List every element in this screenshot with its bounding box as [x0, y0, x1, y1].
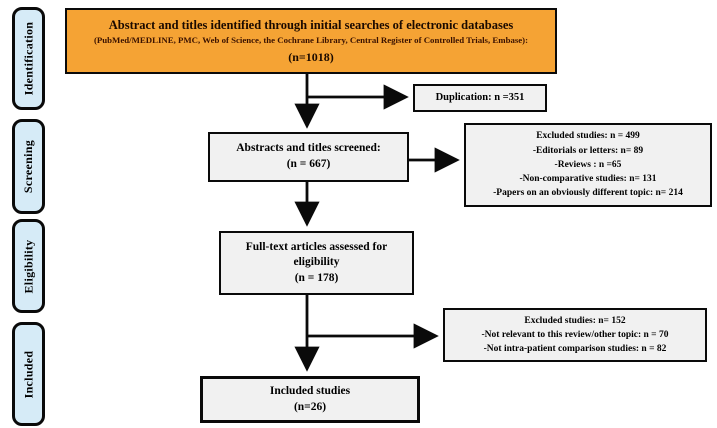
- stage-tab-included: Included: [12, 322, 45, 426]
- fulltext-title-line2: eligibility: [293, 256, 340, 269]
- stage-label: Identification: [21, 21, 36, 96]
- identified-records-box: Abstract and titles identified through i…: [65, 8, 557, 74]
- included-title: Included studies: [269, 384, 351, 397]
- identified-databases: (PubMed/MEDLINE, PMC, Web of Science, th…: [93, 34, 529, 45]
- fulltext-count: (n = 178): [294, 271, 339, 284]
- identified-title: Abstract and titles identified through i…: [108, 18, 514, 33]
- excluded1-reason-reviews: -Reviews : n =65: [554, 159, 622, 170]
- excluded1-total: Excluded studies: n = 499: [536, 131, 640, 142]
- excluded1-reason-noncomparative: -Non-comparative studies: n= 131: [519, 174, 657, 185]
- stage-label: Eligibility: [21, 239, 36, 293]
- stage-tab-eligibility: Eligibility: [12, 219, 45, 313]
- screened-count: (n = 667): [286, 158, 331, 170]
- stage-tab-screening: Screening: [12, 119, 45, 214]
- fulltext-title-line1: Full-text articles assessed for: [245, 240, 388, 253]
- excluded2-reason-not-intrapatient: -Not intra-patient comparison studies: n…: [483, 344, 667, 355]
- screened-title: Abstracts and titles screened:: [236, 142, 381, 155]
- excluded-after-fulltext-box: Excluded studies: n= 152 -Not relevant t…: [443, 308, 707, 362]
- identified-count: (n=1018): [288, 49, 334, 64]
- excluded1-reason-different-topic: -Papers on an obviously different topic:…: [493, 188, 683, 199]
- included-count: (n=26): [293, 400, 327, 413]
- stage-tab-identification: Identification: [12, 7, 45, 110]
- stage-label: Screening: [21, 139, 35, 194]
- fulltext-assessed-box: Full-text articles assessed for eligibil…: [219, 231, 414, 295]
- screened-box: Abstracts and titles screened: (n = 667): [208, 132, 409, 182]
- excluded2-reason-not-relevant: -Not relevant to this review/other topic…: [481, 329, 669, 340]
- duplication-box: Duplication: n =351: [413, 84, 547, 112]
- excluded1-reason-editorials: -Editorials or letters: n= 89: [532, 145, 644, 156]
- duplication-text: Duplication: n =351: [435, 91, 525, 103]
- included-studies-box: Included studies (n=26): [200, 376, 420, 423]
- excluded2-total: Excluded studies: n= 152: [524, 315, 626, 326]
- excluded-after-screening-box: Excluded studies: n = 499 -Editorials or…: [464, 123, 712, 207]
- stage-label: Included: [21, 350, 36, 398]
